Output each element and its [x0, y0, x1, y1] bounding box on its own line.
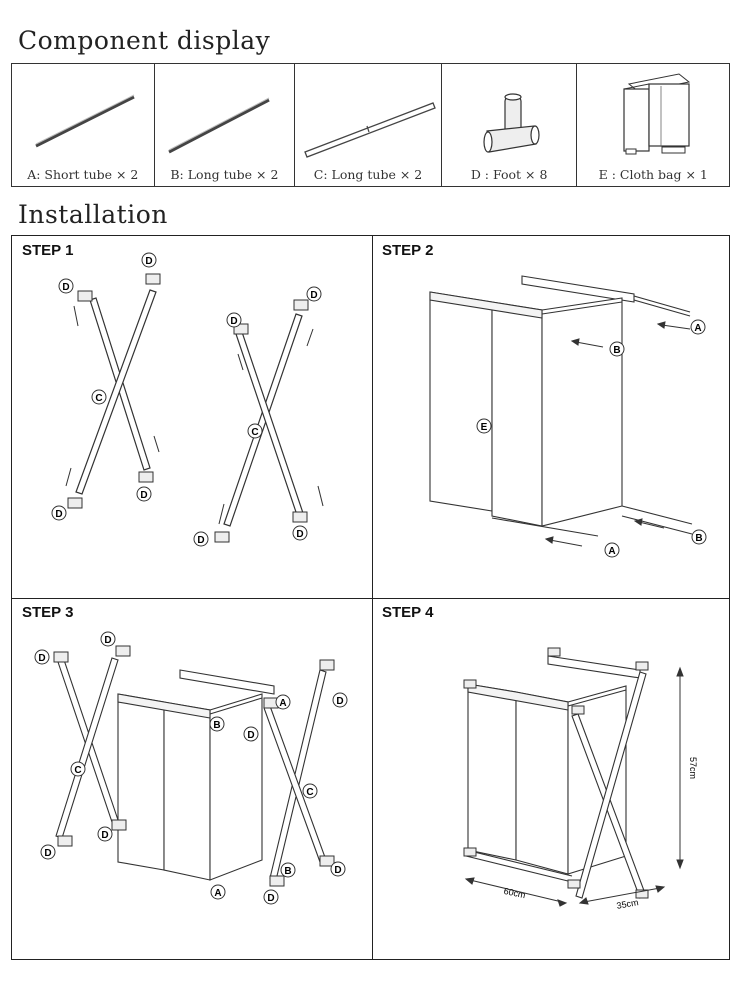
dimension-depth: 35cm: [616, 897, 639, 911]
dimension-width: 60cm: [503, 886, 527, 900]
grid-divider-horizontal: [12, 598, 729, 599]
tag-d: D: [62, 282, 69, 293]
step-1-panel: STEP 1: [12, 236, 372, 598]
tag-d: D: [197, 535, 204, 546]
tag-d: D: [334, 865, 341, 876]
tag-c: C: [251, 427, 258, 438]
jointed-tube-icon: [304, 102, 437, 158]
components-heading: Component display: [18, 26, 271, 55]
foot-connector-icon: [483, 93, 540, 153]
tag-d: D: [296, 529, 303, 540]
step-1-illustration: D D C D D D D C D D: [51, 252, 324, 547]
tag-a: A: [608, 546, 615, 557]
tag-b: B: [613, 345, 620, 356]
tag-e: E: [481, 422, 488, 433]
component-label-e: E : Cloth bag × 1: [598, 167, 708, 182]
step-3-illustration: D D C D D A B D D C B D A D: [34, 631, 348, 905]
grid-divider-vertical: [372, 236, 373, 959]
step-1-title: STEP 1: [22, 242, 74, 259]
tag-d: D: [101, 830, 108, 841]
component-label-b: B: Long tube × 2: [170, 167, 279, 182]
long-tube-icon: [167, 97, 270, 154]
step-4-panel: STEP 4: [372, 598, 731, 961]
step-4-title: STEP 4: [382, 604, 434, 621]
component-cell-c: C: Long tube × 2: [295, 64, 442, 186]
step-2-illustration: A B E B A: [429, 275, 707, 558]
tag-a: A: [214, 888, 221, 899]
installation-steps-grid: STEP 1: [11, 235, 730, 960]
component-label-c: C: Long tube × 2: [313, 167, 423, 182]
tag-b: B: [213, 720, 220, 731]
tag-d: D: [267, 893, 274, 904]
short-tube-icon: [35, 94, 135, 148]
tag-d: D: [230, 316, 237, 327]
tag-d: D: [247, 730, 254, 741]
step-2-panel: STEP 2: [372, 236, 731, 598]
installation-heading: Installation: [18, 200, 168, 229]
tag-a: A: [694, 323, 701, 334]
tag-b: B: [284, 866, 291, 877]
component-display-row: A: Short tube × 2 B: Long tube × 2 C: Lo…: [11, 63, 730, 187]
dimension-height: 57cm: [688, 757, 698, 779]
tag-d: D: [145, 256, 152, 267]
step-3-panel: STEP 3: [12, 598, 372, 961]
tag-d: D: [104, 635, 111, 646]
component-label-a: A: Short tube × 2: [27, 167, 139, 182]
tag-c: C: [95, 393, 102, 404]
tag-d: D: [336, 696, 343, 707]
tag-d: D: [310, 290, 317, 301]
component-cell-d: D : Foot × 8: [442, 64, 578, 186]
tag-d: D: [44, 848, 51, 859]
tag-d: D: [55, 509, 62, 520]
component-cell-b: B: Long tube × 2: [155, 64, 296, 186]
cloth-bag-icon: [623, 73, 691, 155]
tag-b: B: [695, 533, 702, 544]
step-3-title: STEP 3: [22, 604, 74, 621]
tag-c: C: [74, 765, 81, 776]
tag-d: D: [38, 653, 45, 664]
step-2-title: STEP 2: [382, 242, 434, 259]
component-cell-a: A: Short tube × 2: [12, 64, 155, 186]
tag-c: C: [306, 787, 313, 798]
tag-a: A: [279, 698, 286, 709]
component-label-d: D : Foot × 8: [470, 167, 548, 182]
tag-d: D: [140, 490, 147, 501]
step-1-part-tags: D D C D D D D C D D: [51, 252, 322, 547]
step-4-illustration: 57cm 60cm 35cm: [463, 647, 698, 911]
component-cell-e: E : Cloth bag × 1: [577, 64, 729, 186]
